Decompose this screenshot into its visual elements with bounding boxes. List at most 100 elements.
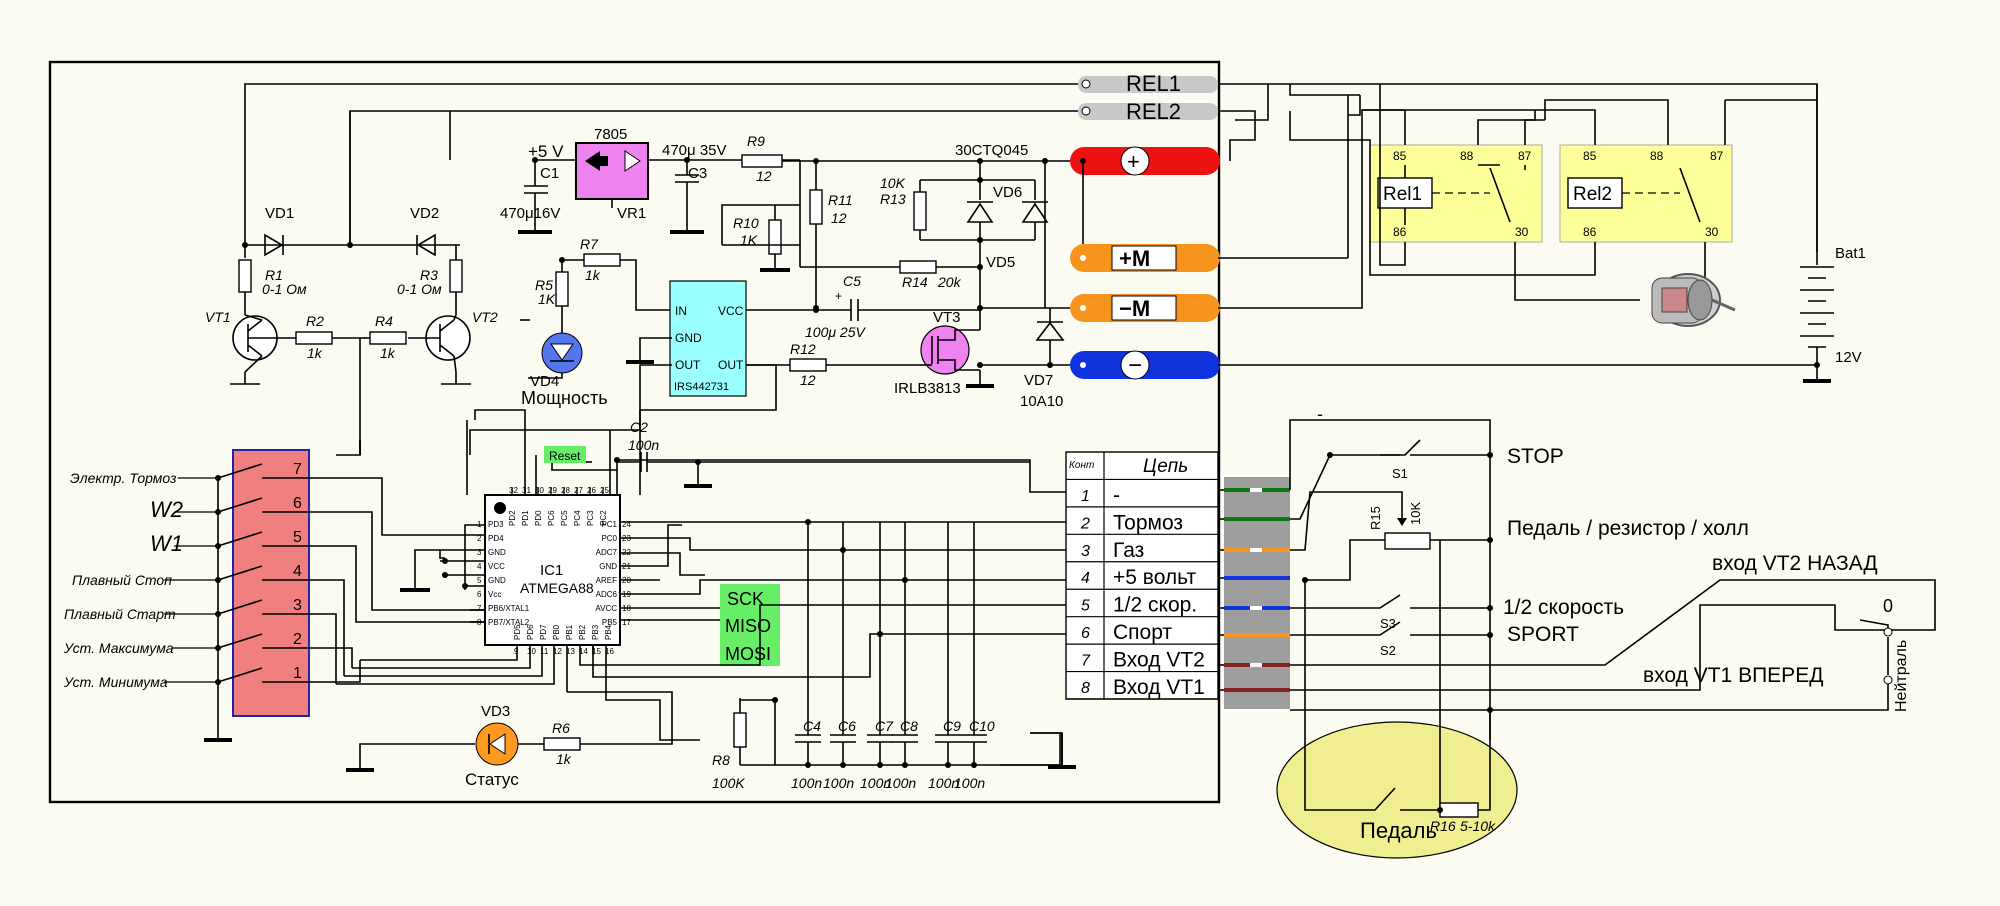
driver-gnd-pin: GND (675, 331, 702, 345)
plus5v-label: +5 V (528, 142, 564, 161)
cap-node (902, 762, 908, 768)
driver-in-pin: IN (675, 304, 687, 318)
cap-value: 100n (791, 775, 822, 791)
ic-top-pin-name: PC4 (573, 510, 582, 526)
ic-top-pin-name: PC2 (599, 510, 608, 526)
vd4-caption: Мощность (521, 388, 608, 408)
ic-right-pin-name: ADC6 (596, 590, 618, 599)
table-row-num: 3 (1081, 543, 1090, 560)
connector-switch-line (217, 463, 263, 479)
sck-label: SCK (727, 589, 764, 609)
vd3-led: VD3 Статус R6 1k (346, 691, 673, 789)
regulator-label: 7805 (594, 126, 627, 143)
ic-top-pin-num: 30 (535, 486, 544, 495)
r12-resistor: R12 12 (789, 341, 920, 388)
ic-bottom-pin-name: PD5 (513, 624, 522, 640)
ic-top-pin-num: 27 (574, 486, 583, 495)
r10-resistor: R10 1K (721, 160, 801, 272)
table-row-num: 4 (1081, 570, 1090, 587)
r7-label: R7 (580, 236, 599, 252)
connector-pin-number: 5 (293, 529, 302, 546)
c1-capacitor: +5 V C1 470μ16V (500, 142, 576, 234)
r4-resistor: R4 1k (360, 313, 407, 361)
cap-value: 100n (885, 775, 916, 791)
ic-left-pin-name: VCC (488, 562, 505, 571)
ic-left-pin-name: PB6/XTAL1 (488, 604, 530, 613)
minus-bus-label: − (1128, 352, 1142, 379)
battery-label: Bat1 (1835, 245, 1866, 262)
vt2-back-label: вход VT2 НАЗАД (1712, 552, 1878, 575)
driver-vcc-pin: VCC (718, 304, 744, 318)
s2-label: S2 (1380, 643, 1396, 658)
table-row-num: 8 (1081, 680, 1090, 697)
c2-capacitor: C2 100n (617, 419, 1030, 488)
r1-label: R1 (265, 267, 283, 283)
table-row-num: 2 (1080, 515, 1090, 532)
r1-resistor: R1 0-1 Ом (238, 259, 307, 315)
r3-resistor: R3 0-1 Ом (397, 245, 463, 315)
ic-top-pin-num: 26 (587, 486, 596, 495)
pedal-assembly: Педаль R16 5-10k (1276, 540, 1518, 859)
table-row-num: 6 (1081, 625, 1090, 642)
table-row-name: Вход VT2 (1113, 649, 1205, 672)
vd3-caption: Статус (465, 770, 519, 789)
external-circuit: - S1 STOP R15 10K Педаль / резистор / хо… (1289, 404, 1936, 740)
connector-switch-line (217, 531, 263, 547)
vd7-value: 10A10 (1020, 393, 1063, 410)
ic-bottom-pin-num: 14 (579, 647, 588, 656)
connector-pin-number: 4 (293, 563, 302, 580)
vd1-diode: VD1 (242, 205, 294, 257)
ic-right-pin-num: 17 (622, 618, 631, 627)
r16-value: 5-10k (1460, 818, 1496, 834)
connector-label: Уст. Минимума (63, 674, 168, 690)
cap-node (805, 762, 811, 768)
driver-out-pin-2: OUT (718, 358, 744, 372)
power-buses: + +M −M − (1070, 146, 1220, 380)
ic-left-pin-num: 4 (477, 562, 482, 571)
ic1-name: ATMEGA88 (520, 580, 594, 596)
connector-switch-line (217, 667, 263, 683)
s3-label: S3 (1380, 616, 1396, 631)
ic-left-pin-num: 2 (477, 534, 482, 543)
table-header-num: Конт (1069, 460, 1094, 471)
r14-value: 20k (937, 274, 962, 290)
connector-switch-line (217, 599, 263, 615)
cap-value: 100n (823, 775, 854, 791)
vt3-name: IRLB3813 (894, 380, 961, 397)
ic-bottom-pin-name: PB0 (552, 624, 561, 640)
ic-left-pin-num: 3 (477, 548, 482, 557)
r10-value: 1K (740, 232, 758, 248)
minus-m-label: −M (1119, 296, 1150, 321)
table-row-name: 1/2 скор. (1113, 594, 1197, 617)
rel1-label: REL1 (1126, 71, 1181, 96)
miso-label: MISO (725, 616, 771, 636)
ic-right-wiring (620, 519, 1066, 621)
motor (1651, 273, 1736, 327)
r6-label: R6 (552, 720, 570, 736)
vd4-led: VD4 Мощность (521, 332, 608, 408)
rel2-connector (1078, 103, 1218, 120)
ic-bottom-pin-name: PB1 (565, 624, 574, 640)
ic-top-pin-num: 25 (600, 486, 609, 495)
ic-bottom-pin-num: 10 (527, 647, 536, 656)
reset-pad (544, 446, 586, 463)
cap-label: C8 (900, 718, 918, 734)
cap-label: C7 (875, 718, 894, 734)
table-row-num: 7 (1081, 653, 1091, 670)
c3-label: C3 (688, 165, 707, 182)
vt1-label: VT1 (205, 309, 231, 325)
r7-resistor: R7 1k (559, 236, 672, 311)
ic-top-pin-num: 31 (522, 486, 531, 495)
r15-value: 10K (1408, 502, 1423, 525)
ic-top-pin-name: PD0 (534, 510, 543, 526)
plus-m-label: +M (1119, 246, 1150, 271)
r8-label: R8 (712, 752, 730, 768)
rel2-pin85: 85 (1583, 149, 1597, 163)
cap-node (840, 762, 846, 768)
ic-left-pin-num: 7 (477, 604, 482, 613)
rel2-pin88: 88 (1650, 149, 1664, 163)
r2-label: R2 (306, 313, 324, 329)
ic-bottom-pin-num: 16 (605, 647, 614, 656)
